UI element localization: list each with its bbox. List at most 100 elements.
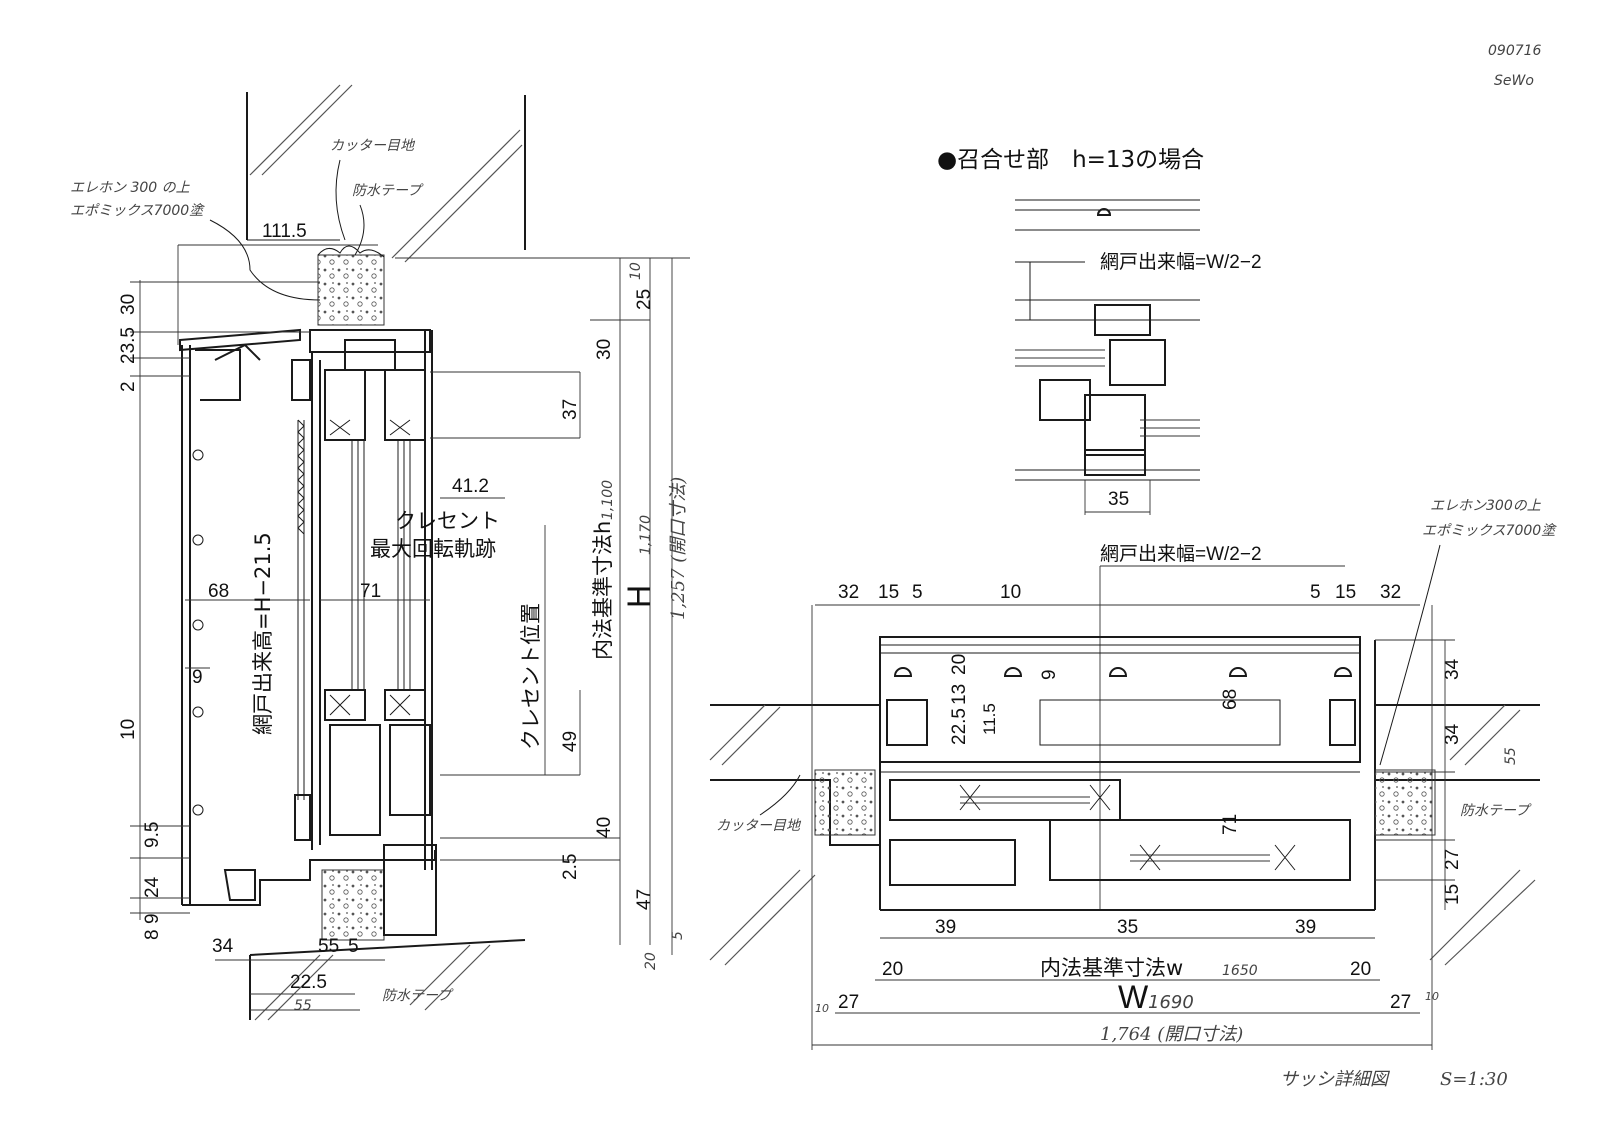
dim-24: 24	[142, 876, 163, 898]
dim-5-right: 5	[670, 931, 686, 940]
plan-dim-20-left: 20	[882, 959, 903, 980]
dim-49: 49	[560, 731, 581, 752]
detail-title: ●召合せ部 h=13の場合	[937, 147, 1204, 173]
dim-41-2: 41.2	[452, 476, 489, 497]
plan-sealant-note-2: エポミックス7000塗	[1422, 523, 1557, 539]
plan-dim-13: 13	[949, 684, 970, 705]
plan-top-dim-15-right: 15	[1335, 582, 1356, 603]
plan-dim-10-left: 10	[815, 1002, 829, 1015]
glass-panes	[351, 440, 411, 690]
opening-height: 1,257 (開口寸法)	[668, 477, 689, 620]
plan-dim-55: 55	[1503, 747, 1519, 765]
plan-bottom-dim-35: 35	[1117, 917, 1138, 938]
drawing-title: サッシ詳細図	[1280, 1069, 1391, 1090]
dim-30-top: 30	[118, 294, 139, 315]
dim-2: 2	[118, 381, 139, 392]
plan-top-dim-10: 10	[1000, 582, 1021, 603]
plan-top-dim-32-right: 32	[1380, 582, 1401, 603]
dim-2-5: 2.5	[560, 854, 581, 880]
tape-note: 防水テープ	[352, 183, 424, 199]
dim-55-hand: 55	[294, 998, 312, 1014]
plan-dim-34a: 34	[1442, 658, 1463, 680]
w-value: 1650	[1222, 963, 1258, 979]
concrete-block-top	[317, 254, 385, 326]
h-value: 1,100	[600, 480, 616, 520]
horizontal-plan: 網戸出来幅=W/2−2 32 15 5 10 5 15 32	[709, 498, 1557, 1090]
date-stamp: 090716	[1488, 43, 1542, 59]
plan-dim-22-5: 22.5	[949, 708, 970, 745]
dim-8: 8	[142, 929, 163, 940]
plan-sash-outer	[889, 779, 1121, 821]
dim-30-right: 30	[594, 339, 615, 360]
screen-mesh	[297, 420, 305, 800]
plan-sash-inner	[1049, 819, 1351, 881]
dim-37: 37	[560, 399, 581, 420]
H-value: 1,170	[638, 515, 654, 555]
plan-bottom-dim-39-left: 39	[935, 917, 956, 938]
plan-bottom-dim-39-right: 39	[1295, 917, 1316, 938]
detail-dim-35: 35	[1108, 489, 1129, 510]
inner-h-label: 内法基準寸法h	[591, 521, 615, 660]
plan-dim-11-5: 11.5	[980, 703, 999, 735]
meeting-rail-detail: ●召合せ部 h=13の場合 網戸出来幅=W/2−2 35	[937, 147, 1262, 515]
dim-10-top: 10	[628, 262, 644, 280]
plan-dim-9: 9	[1039, 669, 1060, 680]
head-flashing	[179, 328, 301, 352]
dim-20: 20	[643, 952, 659, 970]
sealant-note-2: エポミックス7000塗	[70, 203, 205, 219]
dim-34: 34	[212, 936, 234, 957]
plan-opening-width: 1,764 (開口寸法)	[1100, 1024, 1243, 1045]
concrete-block-bottom	[321, 869, 385, 941]
plan-concrete-left	[814, 769, 876, 836]
W-value: 1690	[1148, 992, 1194, 1013]
cutter-joint-note: カッター目地	[330, 138, 416, 154]
upper-wall-hatch	[249, 84, 523, 263]
screen-height-label: 網戸出来高=H−21.5	[251, 532, 275, 735]
plan-concrete-right	[1374, 769, 1436, 836]
plan-dim-27v: 27	[1442, 849, 1463, 870]
plan-cutter-note: カッター目地	[716, 818, 802, 834]
dim-9-mid: 9	[192, 667, 203, 688]
detail-screen-width: 網戸出来幅=W/2−2	[1100, 251, 1262, 273]
dim-71: 71	[360, 581, 381, 602]
dim-55: 55	[318, 936, 339, 957]
dim-9-bottom: 9	[142, 913, 163, 924]
crescent-label-2: 最大回転軌跡	[370, 537, 496, 561]
initials-stamp: SeWo	[1494, 73, 1534, 89]
plan-dim-20v: 20	[949, 654, 970, 675]
dim-47: 47	[634, 889, 655, 910]
plan-top-dim-5-left: 5	[912, 582, 923, 603]
plan-top-dim-5-right: 5	[1310, 582, 1321, 603]
dim-111-5: 111.5	[262, 221, 307, 242]
plan-top-dim-32-left: 32	[838, 582, 859, 603]
dim-25: 25	[634, 289, 655, 310]
crescent-label-1: クレセント	[395, 509, 500, 533]
sill-frame	[182, 850, 436, 906]
plan-screen-width: 網戸出来幅=W/2−2	[1100, 543, 1262, 565]
W-label: W	[1118, 979, 1149, 1015]
plan-dim-27-right: 27	[1390, 992, 1411, 1013]
dim-9-5: 9.5	[142, 822, 163, 848]
dim-40: 40	[594, 817, 615, 838]
dim-23-5: 23.5	[118, 327, 139, 364]
dim-22-5: 22.5	[290, 972, 327, 993]
outer-frame	[181, 345, 191, 905]
dim-5: 5	[348, 936, 359, 957]
plan-dim-68: 68	[1220, 689, 1241, 710]
sash-head	[309, 329, 431, 353]
plan-sealant-note-1: エレホン300の上	[1430, 498, 1542, 514]
drawing-scale: S=1:30	[1440, 1069, 1508, 1090]
H-label: H	[621, 585, 657, 608]
dim-10-left: 10	[118, 719, 139, 740]
dim-68: 68	[208, 581, 229, 602]
inner-w-label: 内法基準寸法w	[1040, 956, 1183, 980]
sealant-note-1: エレホン 300 の上	[70, 180, 191, 196]
plan-dim-27-left: 27	[838, 992, 859, 1013]
plan-dim-20-right: 20	[1350, 959, 1371, 980]
plan-dim-34b: 34	[1442, 723, 1463, 745]
plan-tape-note: 防水テープ	[1460, 803, 1532, 819]
crescent-position-label: クレセント位置	[519, 603, 543, 750]
plan-top-dim-15-left: 15	[878, 582, 899, 603]
